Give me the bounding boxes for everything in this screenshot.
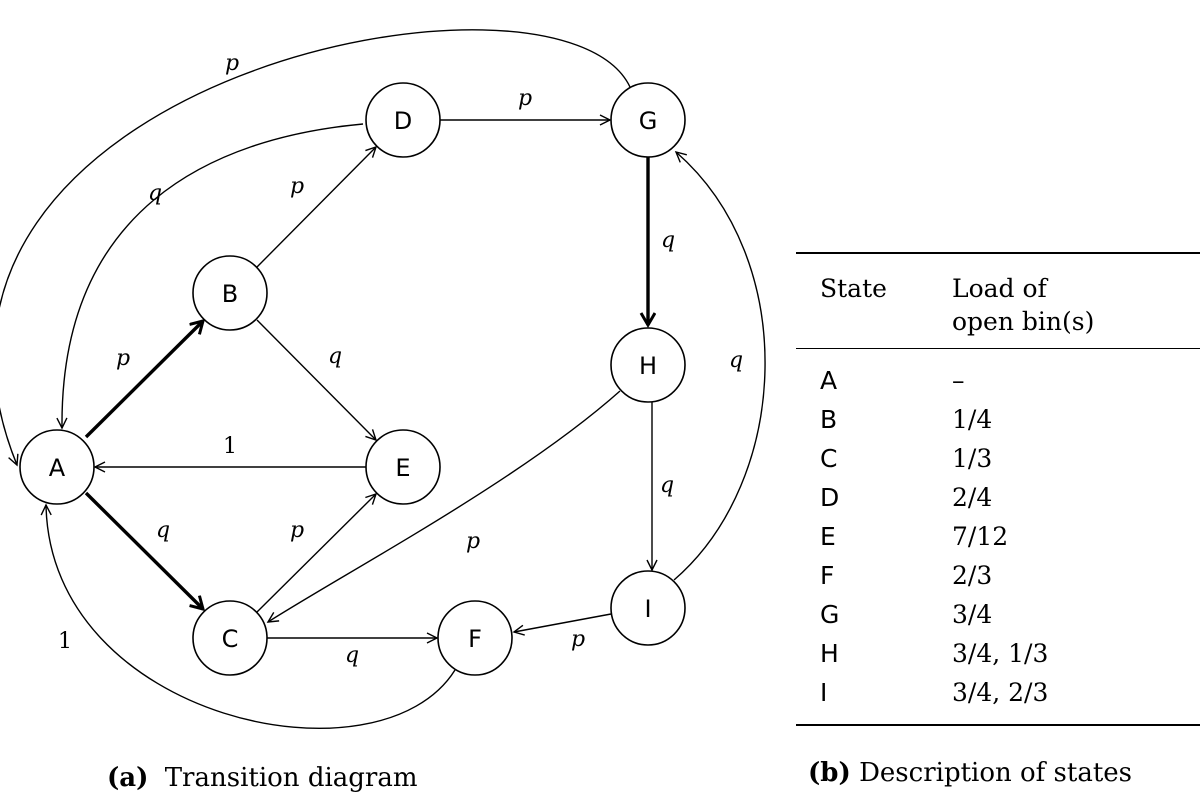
table-row: D 2/4 xyxy=(796,478,1200,517)
state-cell: E xyxy=(820,522,836,551)
edge-f-a xyxy=(40,503,456,730)
node-label: E xyxy=(395,454,410,482)
edge-g-a xyxy=(0,29,631,467)
table-row: B 1/4 xyxy=(796,400,1200,439)
node-circle xyxy=(192,600,268,676)
edge-label-i-f: p xyxy=(571,627,585,652)
table-header: State Load of open bin(s) xyxy=(796,254,1200,348)
state-cell: C xyxy=(820,444,838,473)
edge-label-c-f: q xyxy=(345,643,359,668)
edge-label-d-g: p xyxy=(518,86,532,111)
table-row: H 3/4, 1/3 xyxy=(796,634,1200,673)
node-e: E xyxy=(365,429,441,505)
edge-label-c-e: p xyxy=(290,518,304,543)
node-circle xyxy=(437,600,513,676)
load-cell: – xyxy=(952,366,965,395)
load-cell: 2/4 xyxy=(952,483,993,512)
table-row: I 3/4, 2/3 xyxy=(796,673,1200,712)
node-circle xyxy=(365,82,441,158)
table-row: G 3/4 xyxy=(796,595,1200,634)
node-circle xyxy=(19,429,95,505)
node-c: C xyxy=(192,600,268,676)
caption-b: (b) Description of states xyxy=(808,758,1132,788)
edge-a-b xyxy=(84,321,203,439)
node-label: H xyxy=(639,352,657,380)
edge-label-e-a: 1 xyxy=(223,434,237,459)
caption-b-text: Description of states xyxy=(859,758,1133,788)
node-label: D xyxy=(394,107,412,135)
transition-diagram: p q p q p q p q 1 1 q p q p p q A B C D E F G H I (a) Transitio… xyxy=(0,29,766,793)
state-cell: D xyxy=(820,483,840,512)
header-load-line1: Load of xyxy=(952,274,1047,303)
table-row: A– xyxy=(796,361,1200,400)
load-cell: 1/4 xyxy=(952,405,993,434)
table-bottom-rule xyxy=(796,724,1200,726)
node-circle xyxy=(610,570,686,646)
table-row: F 2/3 xyxy=(796,556,1200,595)
node-h: H xyxy=(610,327,686,403)
edge-label-i-g: q xyxy=(729,348,743,373)
load-cell: 3/4, 2/3 xyxy=(952,678,1049,707)
node-a: A xyxy=(19,429,95,505)
edge-label-f-a: 1 xyxy=(58,629,72,654)
state-cell: B xyxy=(820,405,838,434)
node-label: B xyxy=(222,280,238,308)
edge-d-a xyxy=(56,123,364,430)
node-label: G xyxy=(639,107,658,135)
edge-h-c xyxy=(266,390,621,623)
caption-a: (a) Transition diagram xyxy=(107,763,418,793)
edge-label-h-c: p xyxy=(466,529,480,554)
edge-label-h-i: q xyxy=(660,473,674,498)
header-load-line2: open bin(s) xyxy=(952,307,1095,336)
node-circle xyxy=(365,429,441,505)
edge-i-f xyxy=(512,613,612,636)
node-label: I xyxy=(644,595,651,623)
edge-label-b-d: p xyxy=(290,174,304,199)
state-cell: F xyxy=(820,561,835,590)
node-circle xyxy=(610,327,686,403)
node-label: A xyxy=(49,454,66,482)
node-g: G xyxy=(610,82,686,158)
node-d: D xyxy=(365,82,441,158)
edge-label-g-a: p xyxy=(225,51,239,76)
edge-label-b-e: q xyxy=(328,344,342,369)
state-cell: I xyxy=(820,678,828,707)
header-state: State xyxy=(820,274,887,303)
table-top-rule xyxy=(796,252,1200,254)
load-cell: 7/12 xyxy=(952,522,1009,551)
edge-label-a-b: p xyxy=(116,346,130,371)
node-label: F xyxy=(468,625,482,653)
node-f: F xyxy=(437,600,513,676)
node-i: I xyxy=(610,570,686,646)
load-cell: 3/4 xyxy=(952,600,993,629)
edge-a-c xyxy=(84,491,203,609)
edge-label-g-h: q xyxy=(661,228,675,253)
edge-label-d-a: q xyxy=(148,181,162,206)
caption-b-tag: (b) xyxy=(808,758,851,788)
load-cell: 1/3 xyxy=(952,444,993,473)
load-cell: 2/3 xyxy=(952,561,993,590)
edge-c-e xyxy=(256,492,378,613)
state-cell: G xyxy=(820,600,840,629)
edge-label-a-c: q xyxy=(156,518,170,543)
state-cell: A xyxy=(820,366,838,395)
node-circle xyxy=(192,255,268,331)
edge-b-d xyxy=(256,145,378,268)
edge-i-g xyxy=(673,150,766,581)
table-row: E 7/12 xyxy=(796,517,1200,556)
load-cell: 3/4, 1/3 xyxy=(952,639,1049,668)
edge-b-e xyxy=(256,319,378,442)
node-b: B xyxy=(192,255,268,331)
table-row: C 1/3 xyxy=(796,439,1200,478)
header-load: Load of open bin(s) xyxy=(926,272,1200,338)
state-cell: H xyxy=(820,639,839,668)
table-mid-rule xyxy=(796,348,1200,349)
node-circle xyxy=(610,82,686,158)
node-label: C xyxy=(222,625,239,653)
